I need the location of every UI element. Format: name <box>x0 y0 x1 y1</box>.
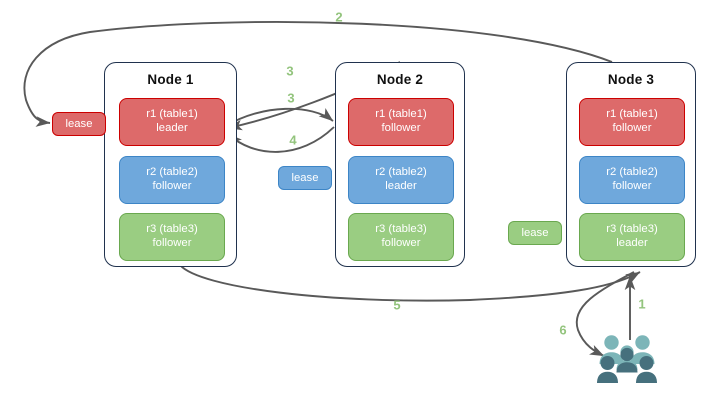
step-label-3a: 3 <box>286 63 294 79</box>
node-1-replica-r3-table: r3 (table3) <box>146 223 198 236</box>
node-3-replica-r2[interactable]: r2 (table2) follower <box>579 156 685 204</box>
node-2-replica-r2[interactable]: r2 (table2) leader <box>348 156 454 204</box>
node-3-replica-r2-table: r2 (table2) <box>606 166 658 179</box>
node-1-replica-r2[interactable]: r2 (table2) follower <box>119 156 225 204</box>
node-3-replica-r1-table: r1 (table1) <box>606 108 658 121</box>
node-3-replica-r1[interactable]: r1 (table1) follower <box>579 98 685 146</box>
node-1: Node 1 r1 (table1) leader r2 (table2) fo… <box>104 62 237 267</box>
node-2-replica-r1-table: r1 (table1) <box>375 108 427 121</box>
node-2-replica-r2-table: r2 (table2) <box>375 166 427 179</box>
node-2-title: Node 2 <box>376 72 424 87</box>
node-3-replica-r3-table: r3 (table3) <box>606 223 658 236</box>
node-2-replica-r1-role: follower <box>381 122 421 134</box>
node-3-replica-r3[interactable]: r3 (table3) leader <box>579 213 685 261</box>
arrow-step-3-lower <box>225 107 334 127</box>
step-label-3b: 3 <box>287 90 295 106</box>
node-3: Node 3 r1 (table1) follower r2 (table2) … <box>566 62 696 267</box>
step-label-4: 4 <box>289 132 297 148</box>
node-1-replica-r2-role: follower <box>152 180 192 192</box>
node-2-replica-r3[interactable]: r3 (table3) follower <box>348 213 454 261</box>
lease-table1[interactable]: lease <box>52 112 106 136</box>
lease-table3[interactable]: lease <box>508 221 562 245</box>
node-3-replica-r3-role: leader <box>616 237 648 249</box>
step-label-5: 5 <box>393 297 401 313</box>
node-2-replica-r3-table: r3 (table3) <box>375 223 427 236</box>
node-2-replica-r1[interactable]: r1 (table1) follower <box>348 98 454 146</box>
step-label-2: 2 <box>335 9 343 25</box>
step-label-6: 6 <box>559 322 567 338</box>
node-2: Node 2 r1 (table1) follower r2 (table2) … <box>335 62 465 267</box>
node-1-replica-r1[interactable]: r1 (table1) leader <box>119 98 225 146</box>
node-3-replica-r2-role: follower <box>612 180 652 192</box>
step-label-1: 1 <box>638 296 646 312</box>
lease-table2[interactable]: lease <box>278 166 332 190</box>
node-3-title: Node 3 <box>607 72 655 87</box>
node-1-replica-r1-table: r1 (table1) <box>146 108 198 121</box>
node-1-replica-r3-role: follower <box>152 237 192 249</box>
node-2-replica-r2-role: leader <box>385 180 417 192</box>
node-2-replica-r3-role: follower <box>381 237 421 249</box>
node-1-replica-r2-table: r2 (table2) <box>146 166 198 179</box>
arrow-step-4 <box>227 126 335 153</box>
node-3-replica-r1-role: follower <box>612 122 652 134</box>
arrow-step-6 <box>575 271 635 357</box>
people-group-icon <box>597 335 657 383</box>
arrow-step-2 <box>23 21 613 127</box>
node-1-title: Node 1 <box>147 72 194 87</box>
node-1-replica-r3[interactable]: r3 (table3) follower <box>119 213 225 261</box>
arrow-step-5 <box>179 264 641 302</box>
node-1-replica-r1-role: leader <box>156 122 188 134</box>
